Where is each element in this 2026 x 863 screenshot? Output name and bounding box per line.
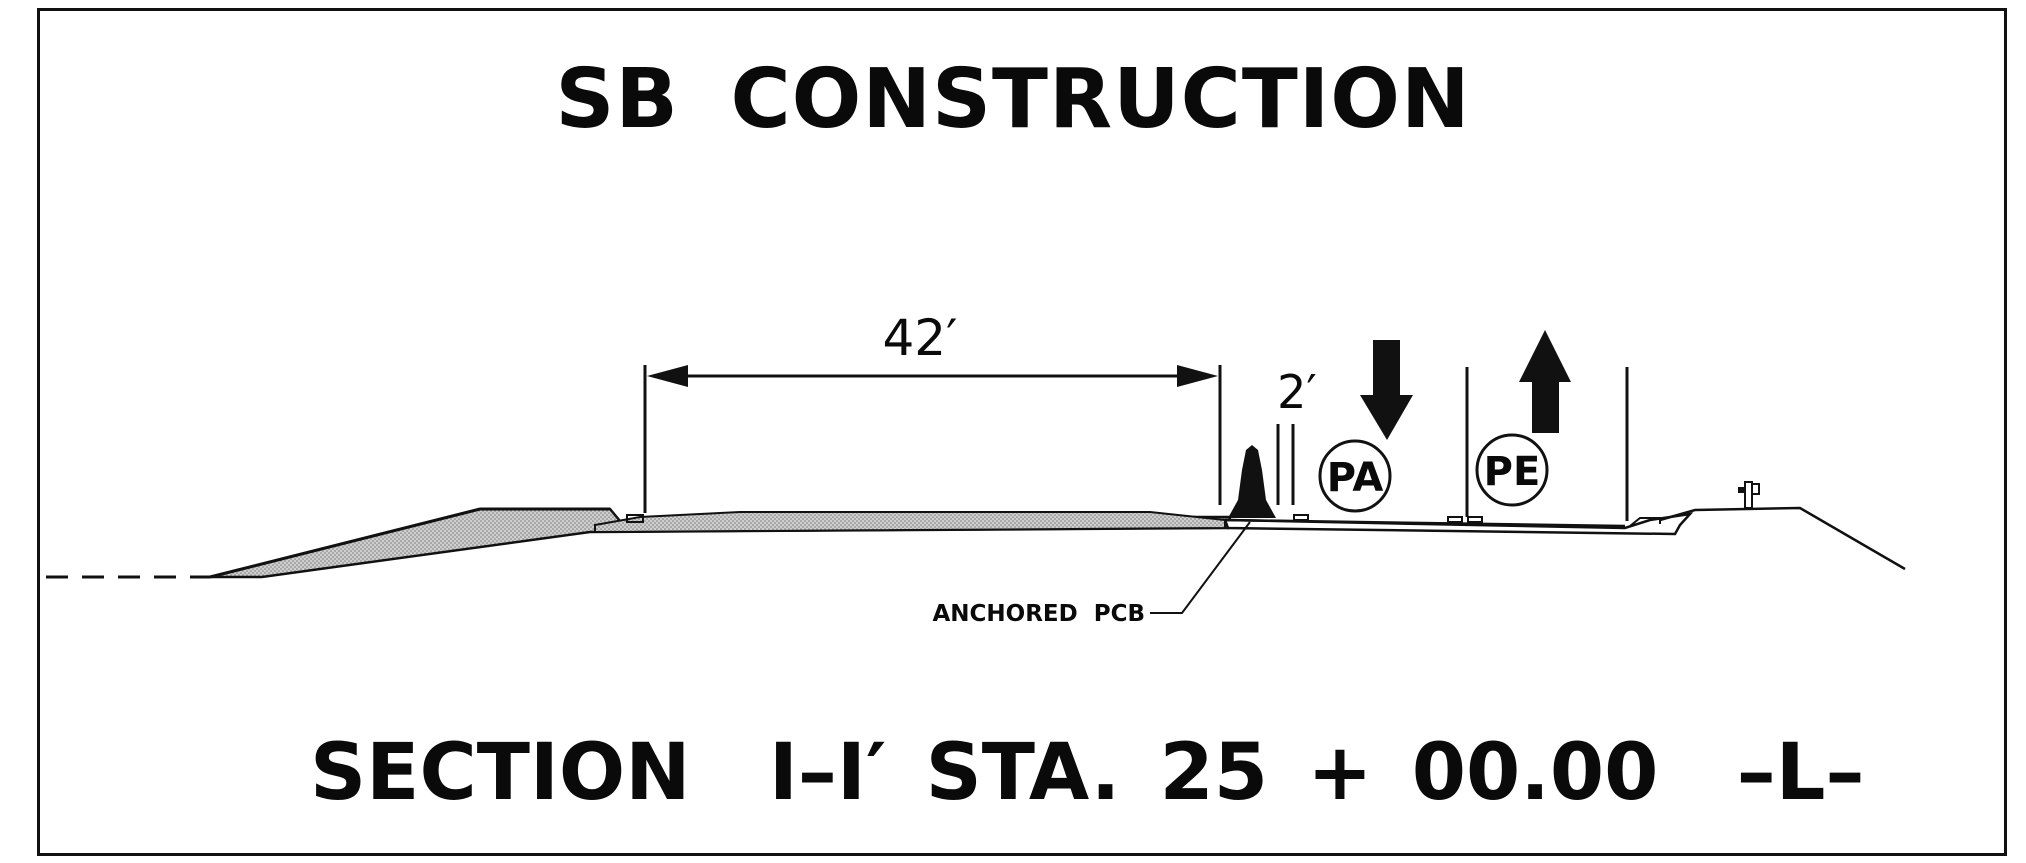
lane-marker	[1447, 516, 1463, 523]
right-shoulder-line	[1659, 506, 1906, 571]
guardrail-icon	[1738, 481, 1760, 509]
lane-circle-pe	[1475, 433, 1549, 507]
right-curb-detail	[1629, 517, 1661, 527]
lane-label-pa: PA	[1327, 455, 1384, 501]
lane-marker	[1467, 516, 1483, 523]
drawing-border	[37, 8, 2007, 856]
arrow-down-icon	[1360, 340, 1413, 440]
left-slope-line	[209, 507, 481, 579]
lane-label-pe: PE	[1484, 449, 1541, 495]
dimension-label-42: 42′	[883, 309, 958, 367]
left-curb-block	[626, 514, 644, 523]
offset-label-2: 2′	[1277, 365, 1317, 419]
new-pavement-fill	[594, 511, 1226, 534]
callout-anchored-pcb: ANCHORED PCB	[932, 601, 1145, 627]
lane-circle-pa	[1318, 439, 1392, 513]
lane-marker	[1293, 514, 1309, 521]
concrete-barrier-icon	[1228, 445, 1276, 518]
arrow-up-icon	[1519, 330, 1571, 433]
existing-roadway	[1223, 512, 1694, 536]
callout-leader-line	[1150, 521, 1251, 614]
dimension-arrowhead-right	[1177, 365, 1218, 387]
dimension-arrowhead-left	[647, 365, 688, 387]
existing-roadway-top	[1224, 518, 1626, 528]
drawing-title: SB CONSTRUCTION	[555, 52, 1471, 147]
section-label: SECTION I–I′ STA. 25 + 00.00 –L–	[310, 728, 1865, 818]
